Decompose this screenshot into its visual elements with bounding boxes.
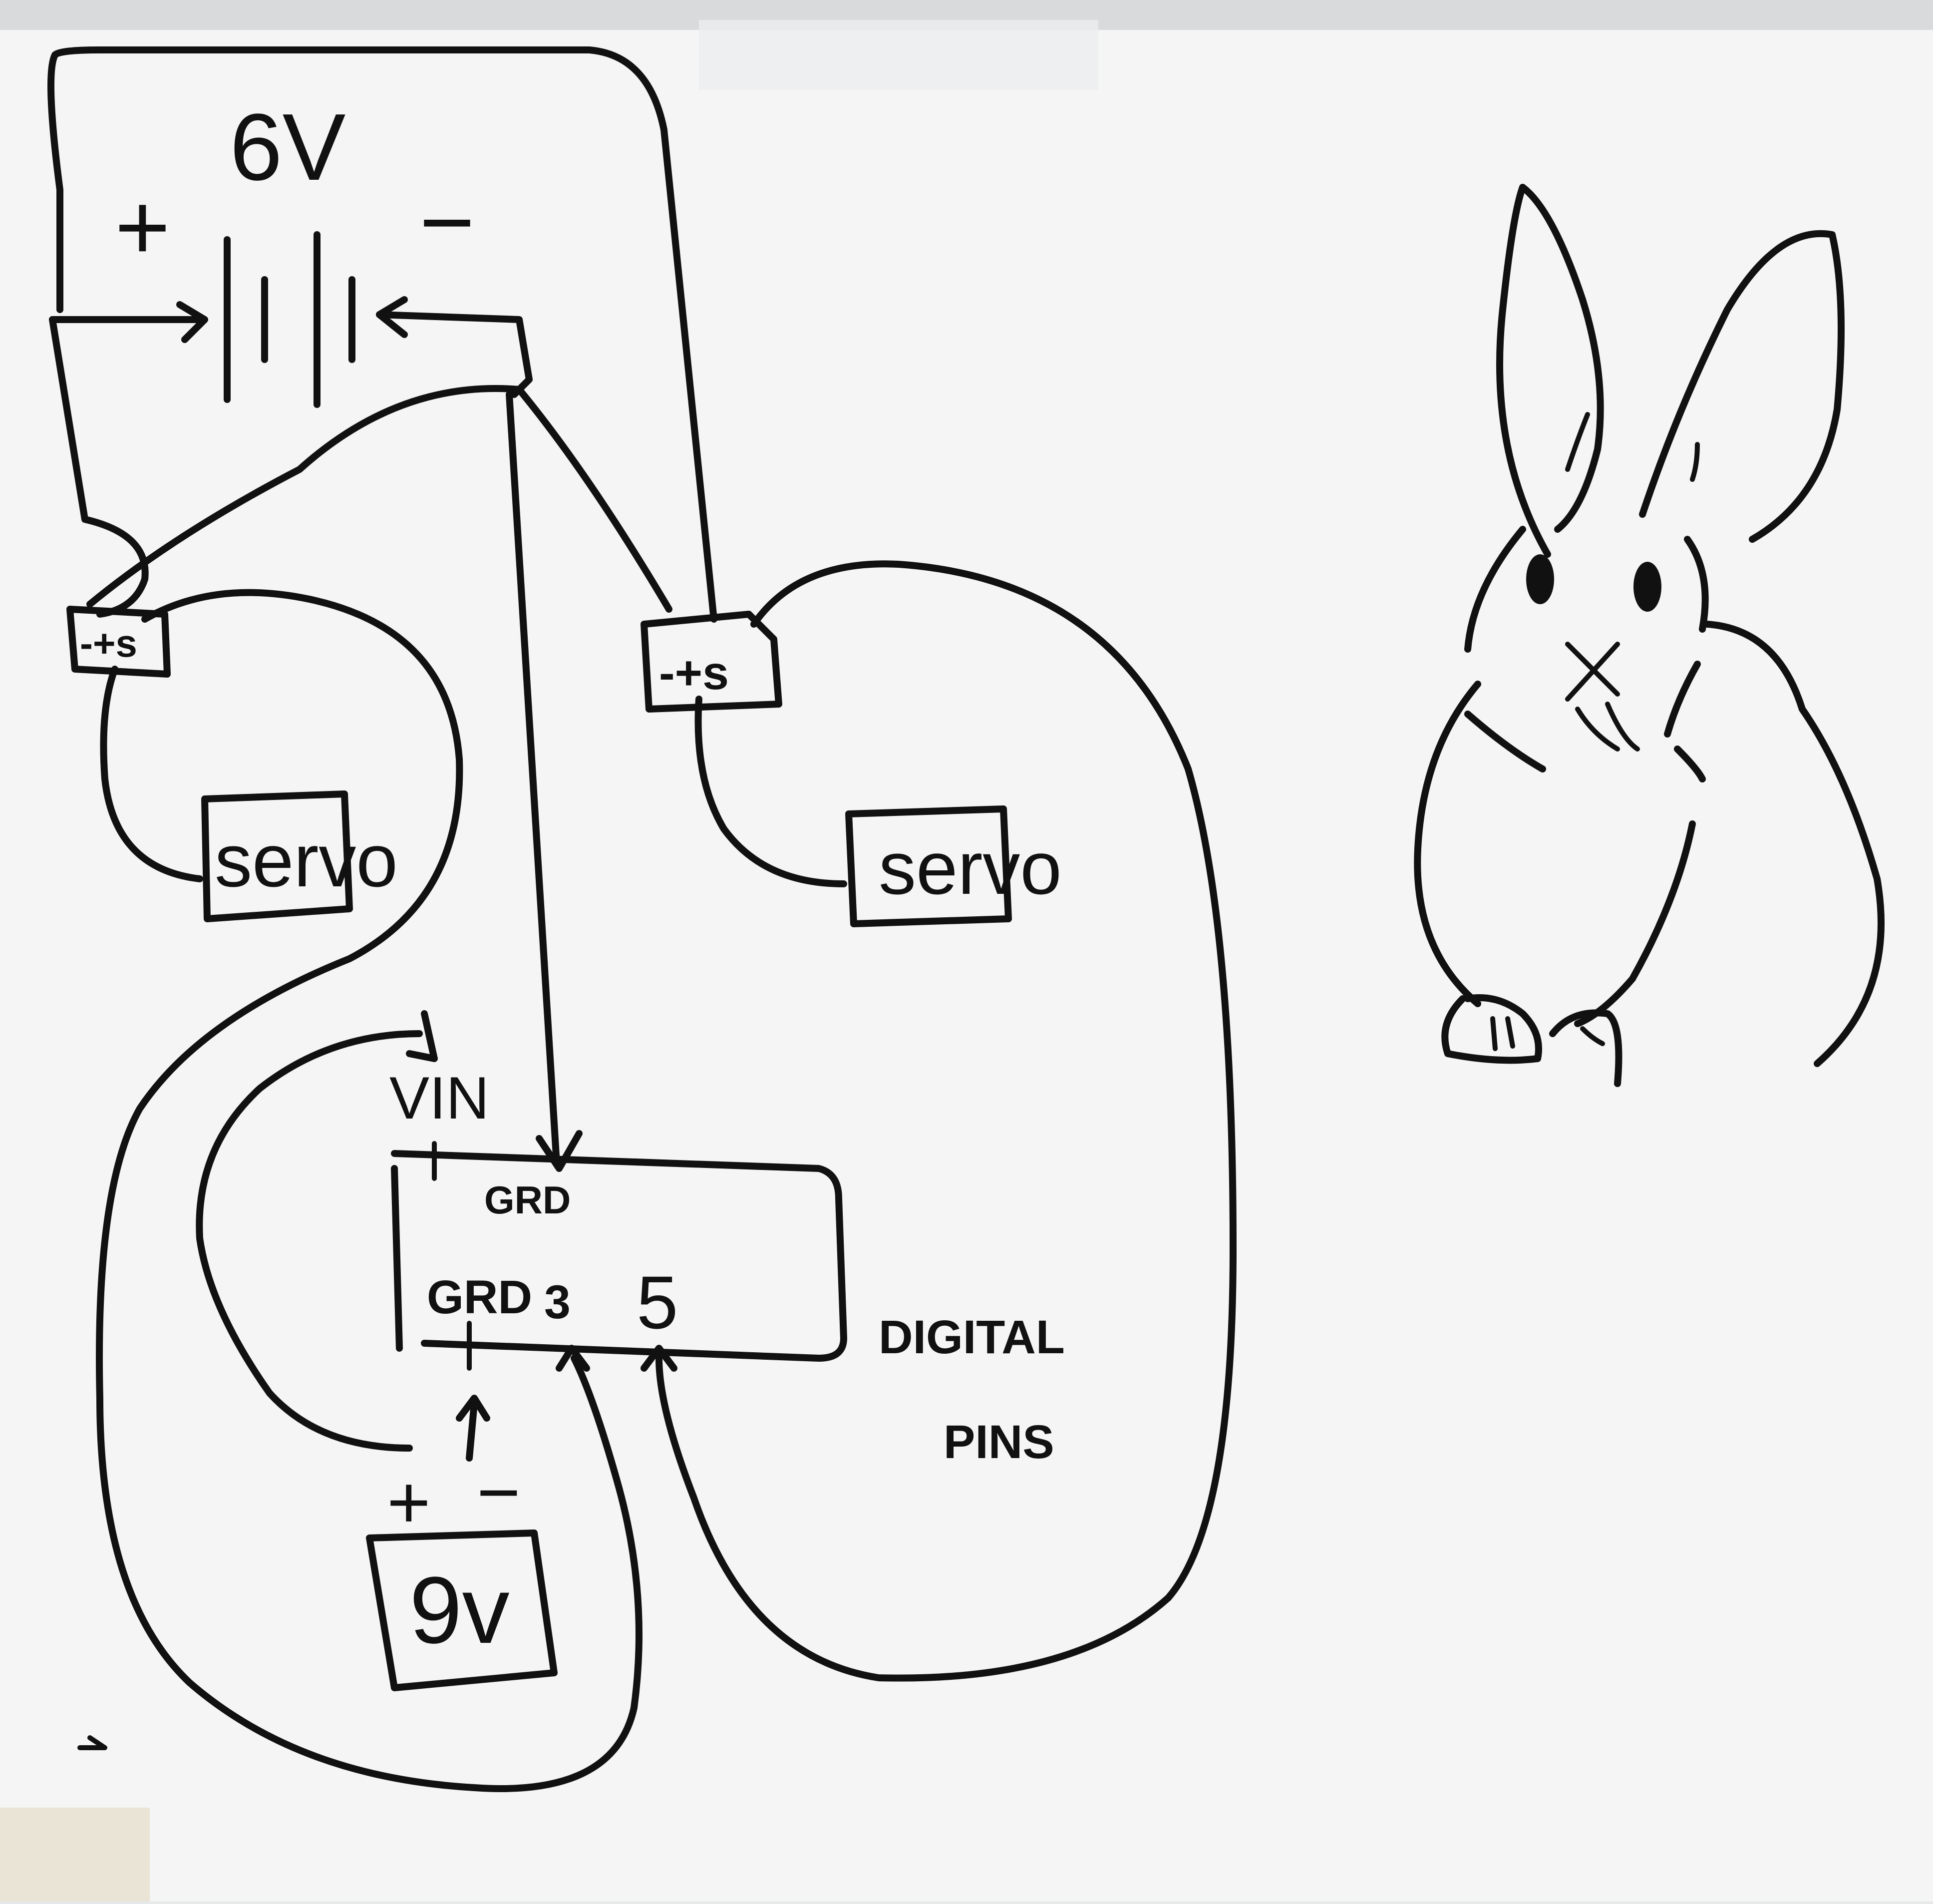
servo-connector-right-box [641,611,782,713]
rabbit-left-eye [1526,554,1554,604]
battery-9v: + − 9v [366,1450,558,1691]
servo-connector-right-label: -+s [659,647,729,700]
wire-9v-plus-to-vin [196,1030,423,1452]
grd-top-label: GRD [484,1178,571,1222]
arrow-9v-gnd [456,1395,490,1422]
wire-minus-to-gnd [506,391,560,1167]
pin-5-label: 5 [637,1260,678,1344]
arrow-gnd [536,1130,583,1172]
grd-bottom-label: GRD [427,1271,532,1324]
servo-connector-left: -+s [66,606,171,678]
rabbit-nose-line [1565,642,1620,702]
arrow-pin5 [641,1345,677,1372]
rabbit-left-ear [1496,184,1604,558]
servo-left: servo [201,790,398,922]
rabbit-mouth [1575,707,1620,752]
battery-9v-minus: − [477,1450,521,1534]
battery-9v-box [366,1529,558,1691]
battery-9v-plus: + [387,1460,431,1544]
arduino-board: VIN GRD GRD 3 5 DIGITAL PINS [389,1065,1065,1469]
wire-left-connector-plus [49,316,149,618]
arduino-outline [391,1150,847,1362]
rabbit-body-right [1704,621,1885,1067]
rabbit-right-paw-toes [1580,1026,1605,1046]
rabbit-left-ear-inner [1565,412,1590,472]
wire-battery-minus [376,311,533,398]
arduino-left-edge [391,1165,403,1352]
tape-strip [699,20,1098,90]
arrow-battery-plus [176,301,208,343]
board-corner-paper [0,1808,150,1902]
wire-9v-minus-to-gnd [466,1400,478,1462]
wire-6v-plus-loop [47,46,717,623]
rabbit-head-left [1464,526,1526,653]
rabbit-right-ear-inner [1690,442,1700,482]
battery-6v-label: 6V [230,94,345,200]
battery-6v-plus: + [115,174,170,280]
wire-right-servo-signal-to-pin5 [655,560,1237,1682]
servo-left-box [201,790,353,922]
stray-mark [77,1735,107,1750]
rabbit-body-left [1414,681,1481,1007]
rabbit-chest-left [1464,711,1546,772]
arrow-battery-minus [376,296,408,338]
rabbit-chest-mark [1674,746,1706,782]
wire-left-connector-servo [100,666,203,882]
vin-label: VIN [389,1065,489,1132]
rabbit-left-paw-toes [1490,1016,1515,1051]
wire-left-servo-signal-to-pin3 [96,589,643,1792]
rabbit-right-paw [1549,1009,1622,1087]
digital-label: DIGITAL [879,1311,1065,1364]
servo-connector-right: -+s [641,611,782,713]
rabbit-sketch [1414,184,1885,1087]
servo-right-label: servo [879,826,1062,910]
servo-connector-left-label: -+s [80,621,137,665]
wire-minus-to-right-connector [516,386,672,613]
battery-6v: 6V + − [115,94,475,408]
rabbit-head-right [1684,536,1709,633]
wire-right-connector-servo [694,696,847,887]
battery-9v-label: 9v [409,1557,510,1663]
servo-right-box [845,805,1012,927]
wire-minus-to-left-connector [86,385,523,608]
arrow-vin [406,1010,438,1062]
servo-connector-left-box [66,606,171,678]
servo-left-label: servo [215,818,398,902]
rabbit-left-paw [1441,994,1542,1064]
servo-right: servo [845,805,1062,927]
wiring [47,46,1237,1792]
rabbit-mouth [1605,702,1640,752]
rabbit-right-eye [1633,562,1661,612]
rabbit-chest-right [1664,661,1701,738]
battery-6v-minus: − [419,169,475,275]
pins-label: PINS [944,1416,1054,1469]
pin-3-label: 3 [544,1276,571,1329]
rabbit-right-ear [1639,230,1845,543]
